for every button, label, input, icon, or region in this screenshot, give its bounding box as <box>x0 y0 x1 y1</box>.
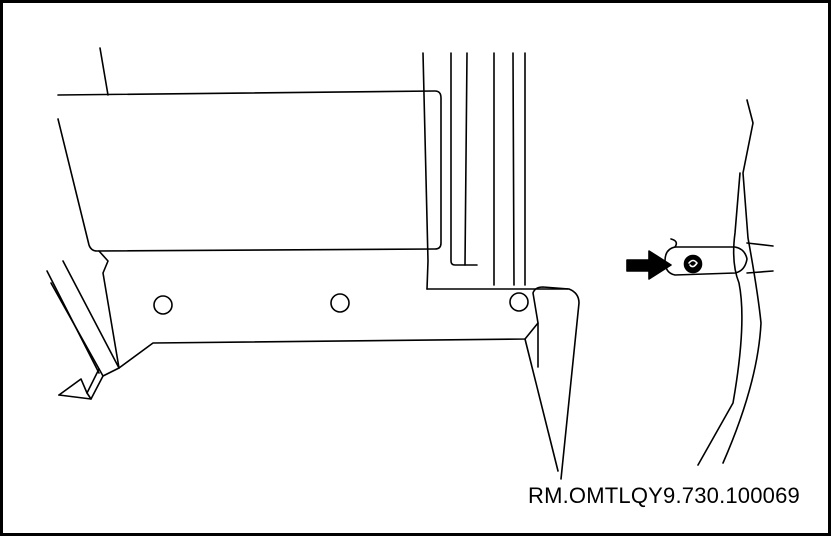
hole-2 <box>330 293 350 313</box>
hole-3 <box>509 292 529 312</box>
hole-1 <box>153 295 173 315</box>
arrow-right-icon <box>626 250 672 280</box>
line-drawing <box>46 47 774 480</box>
pillar <box>422 52 569 290</box>
detail-right <box>664 99 774 466</box>
screw-icon <box>683 254 703 274</box>
panel-left <box>57 47 442 252</box>
bracket-holes <box>153 292 529 315</box>
terminal-lug <box>664 246 748 276</box>
reference-code: RM.OMTLQY9.730.100069 <box>527 483 800 508</box>
bracket-bar <box>46 250 580 480</box>
